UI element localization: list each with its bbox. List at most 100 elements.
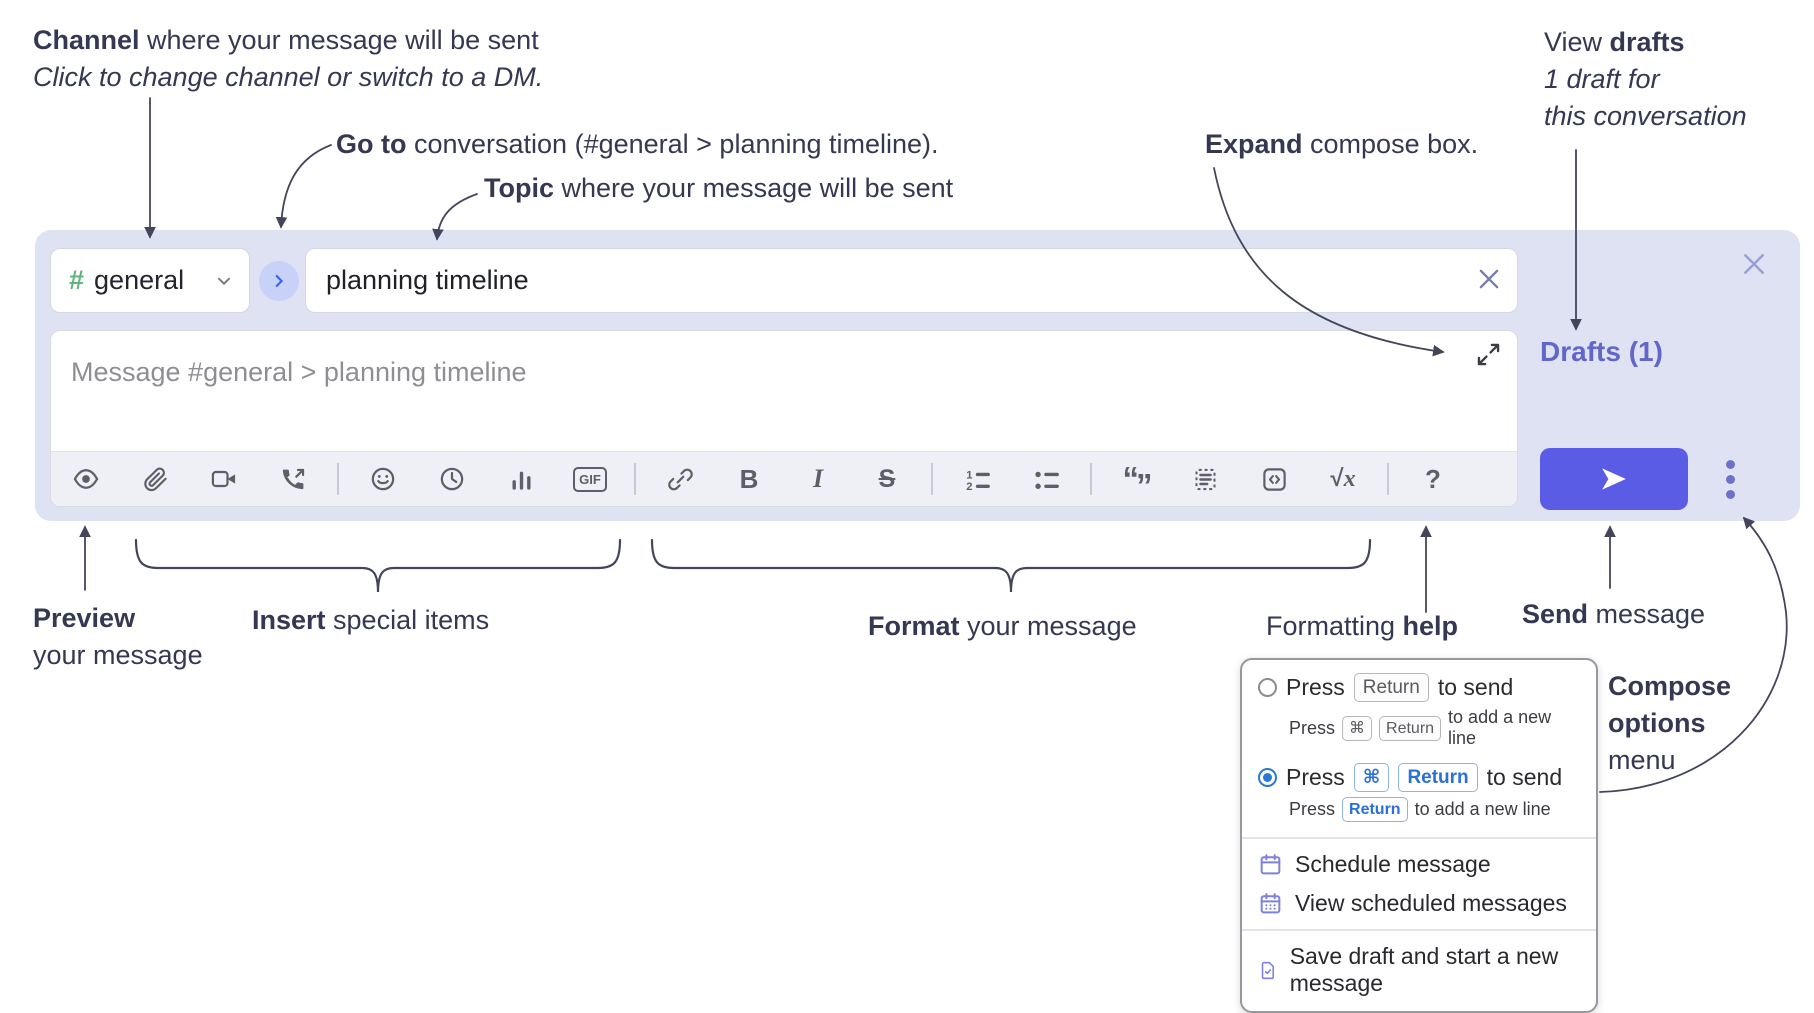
bullet-list-button[interactable]	[1024, 457, 1068, 501]
message-input[interactable]	[51, 331, 1451, 397]
menu-item-save-draft[interactable]: Save draft and start a new message	[1242, 937, 1596, 1003]
toolbar-divider	[337, 463, 339, 495]
attach-file-button[interactable]	[133, 457, 177, 501]
bold-button[interactable]: B	[727, 457, 771, 501]
goto-conversation-button[interactable]	[259, 261, 299, 301]
annotated-compose-screenshot: { "annotations": { "channel": {"bold": "…	[33, 25, 1800, 1013]
key-return: Return	[1379, 715, 1442, 741]
drafts-link[interactable]: Drafts (1)	[1540, 336, 1663, 367]
option-cmd-return-to-send[interactable]: Press ⌘ Return to send	[1242, 758, 1596, 797]
clear-topic-button[interactable]	[1474, 265, 1504, 295]
gif-icon: GIF	[573, 466, 607, 492]
italic-icon: I	[812, 464, 824, 493]
emoji-button[interactable]	[361, 457, 405, 501]
toolbar-divider	[931, 463, 933, 495]
key-cmd: ⌘	[1353, 763, 1390, 792]
inline-code-button[interactable]	[1252, 457, 1296, 501]
calendar-grid-icon	[1260, 893, 1281, 914]
sqrt-x-icon: √x	[1330, 465, 1356, 492]
compose-options-button[interactable]	[1708, 448, 1752, 510]
vertical-dots-icon	[1725, 459, 1735, 469]
option-return-subtext: Press ⌘ Return to add a new line	[1289, 707, 1552, 748]
key-return: Return	[1398, 763, 1478, 792]
paper-plane-icon	[1602, 468, 1626, 490]
channel-annotation: Channel where your message will be sent …	[33, 25, 544, 92]
topic-input[interactable]	[305, 248, 1518, 313]
toolbar-divider	[634, 463, 636, 495]
expand-icon	[1477, 343, 1499, 366]
eye-icon	[73, 469, 99, 489]
insert-brace	[134, 538, 622, 593]
expand-compose-button[interactable]	[1473, 341, 1503, 371]
blockquote-button[interactable]: “”	[1114, 457, 1158, 504]
link-button[interactable]	[658, 457, 702, 501]
smiley-icon	[371, 467, 395, 491]
channel-hash-icon: #	[69, 265, 85, 295]
formatting-toolbar: GIF B I S 1 2	[51, 451, 1517, 506]
message-editor: GIF B I S 1 2	[50, 330, 1518, 507]
strikethrough-button[interactable]: S	[865, 457, 909, 501]
channel-selector[interactable]: # general	[50, 248, 250, 313]
strikethrough-icon: S	[878, 464, 896, 493]
insert-annotation: Insert special items	[252, 605, 490, 635]
menu-item-view-scheduled[interactable]: View scheduled messages	[1242, 884, 1596, 923]
key-cmd: ⌘	[1342, 715, 1373, 741]
chevron-right-icon	[275, 275, 283, 287]
bold-icon: B	[739, 463, 759, 494]
bulleted-list-icon	[1034, 471, 1059, 489]
send-button[interactable]	[1540, 448, 1688, 510]
question-mark-icon: ?	[1425, 463, 1441, 494]
menu-item-schedule-message[interactable]: Schedule message	[1242, 845, 1596, 884]
close-icon	[1744, 254, 1764, 274]
start-call-button[interactable]	[271, 457, 315, 501]
create-poll-button[interactable]	[499, 457, 543, 501]
topic-field-wrap	[305, 248, 1518, 313]
formatting-help-annotation: Formatting help	[1266, 611, 1459, 641]
angle-brackets-box-icon	[1262, 467, 1286, 491]
key-return: Return	[1342, 797, 1408, 822]
chevron-down-icon	[217, 277, 231, 285]
ordered-list-button[interactable]: 1 2	[955, 457, 999, 501]
x-icon	[1479, 269, 1499, 289]
record-video-button[interactable]	[202, 457, 246, 501]
key-return: Return	[1353, 673, 1429, 702]
compose-box: # general	[35, 230, 1800, 521]
menu-divider	[1242, 837, 1596, 839]
toolbar-divider	[1090, 463, 1092, 495]
close-compose-button[interactable]	[1737, 248, 1771, 282]
svg-text:2: 2	[966, 481, 972, 493]
schedule-for-later-button[interactable]	[430, 457, 474, 501]
phone-arrow-icon	[282, 468, 304, 489]
video-camera-icon	[211, 470, 236, 488]
topic-annotation: Topic where your message will be sent	[484, 173, 954, 203]
option-return-to-send[interactable]: Press Return to send	[1242, 668, 1596, 707]
radio-unselected[interactable]	[1258, 678, 1277, 697]
send-annotation: Send message	[1522, 599, 1706, 629]
compose-options-annotation: Compose options menu	[1608, 671, 1732, 775]
page-check-icon	[1261, 961, 1274, 979]
double-quotes-icon: “”	[1122, 460, 1153, 504]
numbered-list-icon: 1 2	[966, 469, 990, 493]
formatting-help-button[interactable]: ?	[1411, 457, 1455, 501]
code-block-button[interactable]	[1183, 457, 1227, 501]
preview-button[interactable]	[64, 457, 108, 501]
italic-button[interactable]: I	[796, 457, 840, 501]
option-cmd-return-subtext: Press Return to add a new line	[1242, 797, 1596, 831]
radio-selected[interactable]	[1258, 768, 1277, 787]
goto-annotation: Go to conversation (#general > planning …	[336, 129, 939, 159]
format-annotation: Format your message	[868, 611, 1137, 641]
expand-annotation: Expand compose box.	[1205, 129, 1479, 159]
menu-divider	[1242, 929, 1596, 931]
channel-name: general	[94, 265, 185, 295]
format-brace	[650, 538, 1372, 593]
chain-link-icon	[667, 468, 693, 490]
bar-chart-icon	[512, 471, 530, 490]
gif-button[interactable]: GIF	[568, 457, 612, 501]
preview-annotation: Preview your message	[33, 603, 203, 670]
goto-connector	[275, 144, 332, 229]
toolbar-divider	[1387, 463, 1389, 495]
formula-button[interactable]: √x	[1321, 457, 1365, 501]
view-drafts-annotation: View drafts 1 draft for this conversatio…	[1544, 27, 1747, 131]
clock-icon	[440, 467, 464, 491]
dashed-box-lines-icon	[1194, 468, 1216, 490]
